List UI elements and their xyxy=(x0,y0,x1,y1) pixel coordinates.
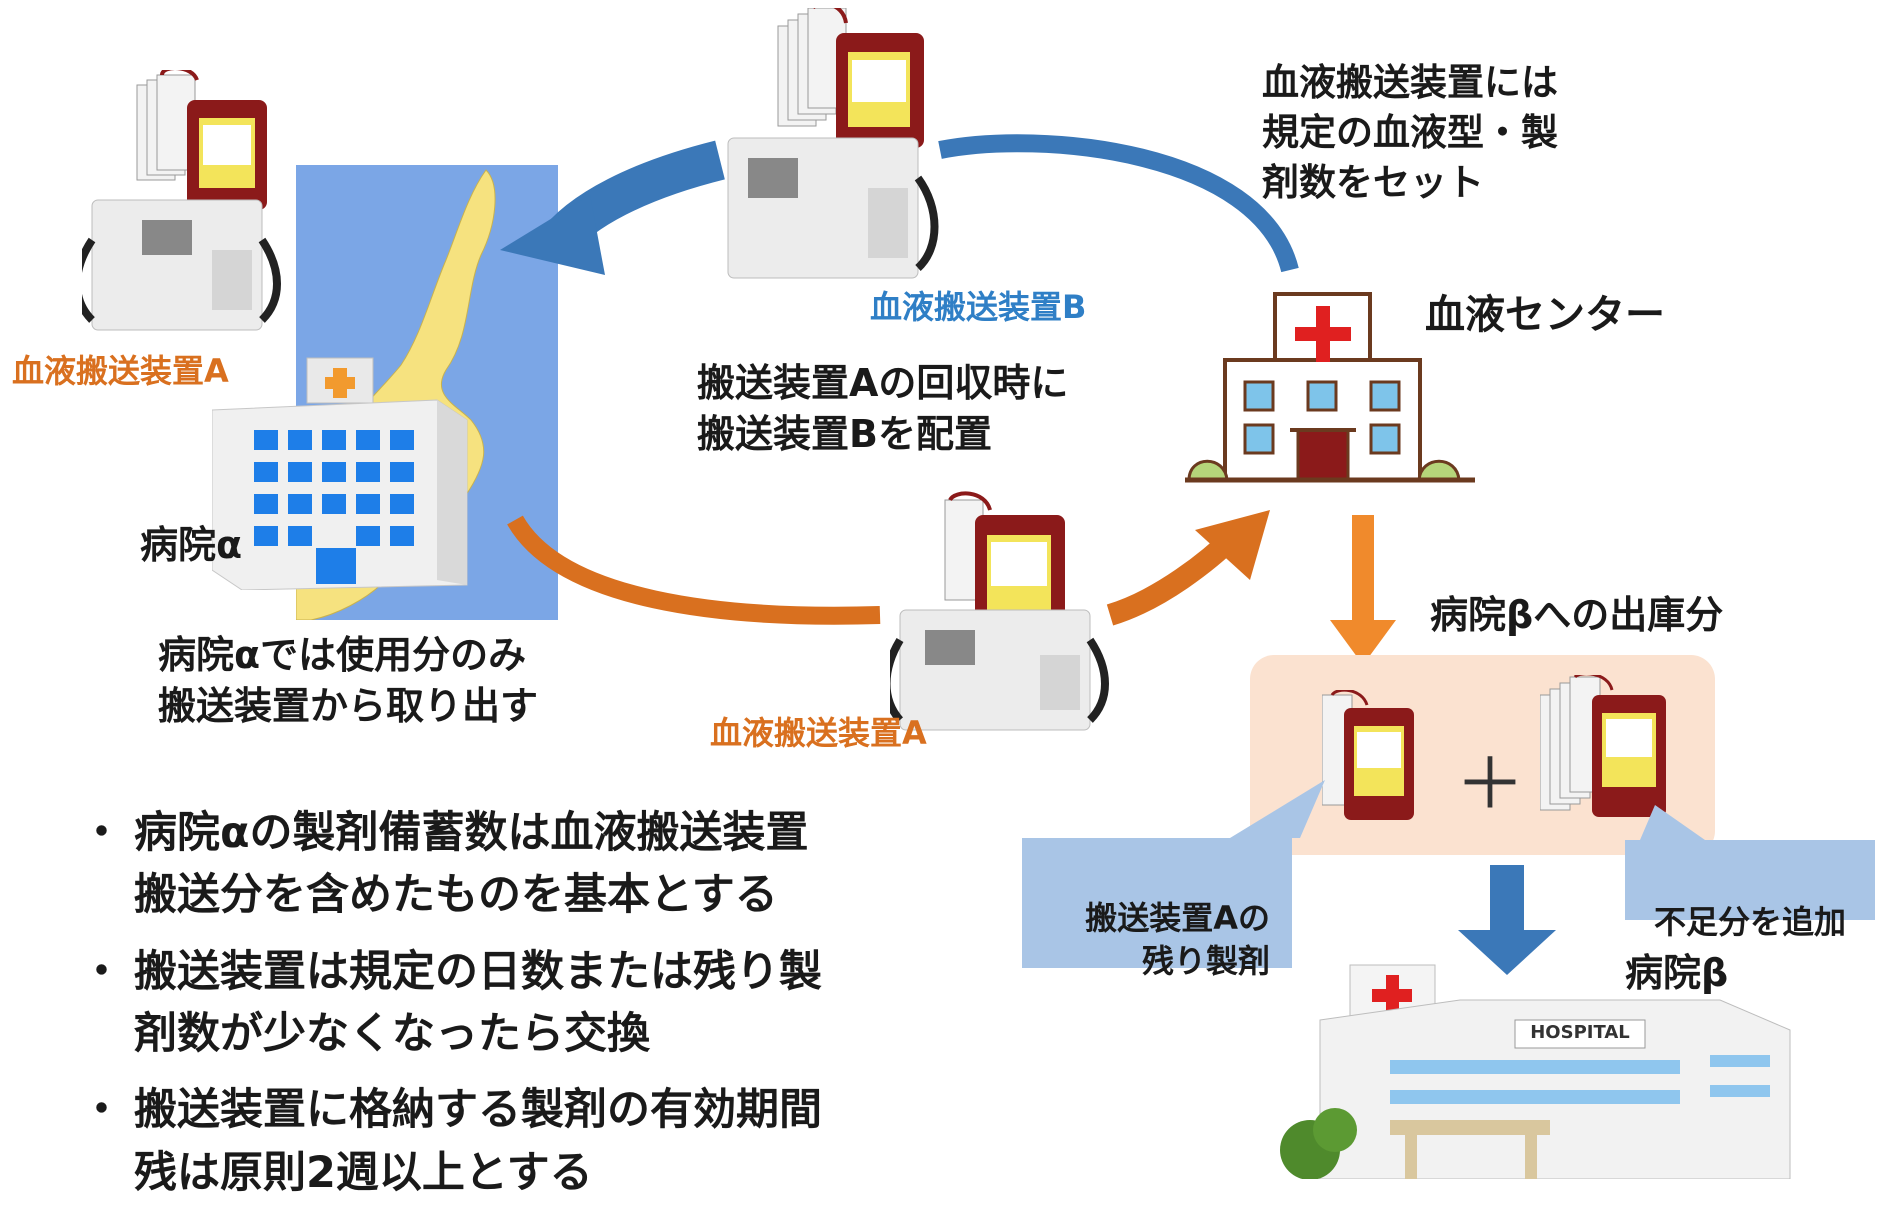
callout-remaining-text: 搬送装置Aの 残り製剤 xyxy=(1085,899,1270,981)
added-bags xyxy=(1539,672,1670,825)
exchange-note: 搬送装置Aの回収時に 搬送装置Bを配置 xyxy=(697,361,1069,457)
bullet-item: ・搬送装置に格納する製剤の有効期間 残は原則2週以上とする xyxy=(74,1079,914,1204)
bullet-dot: ・ xyxy=(80,1085,123,1136)
device-b-label: 血液搬送装置B xyxy=(870,288,1087,326)
bullet-text: 搬送装置に格納する製剤の有効期間 残は原則2週以上とする xyxy=(134,1085,822,1198)
bullet-list: ・病院αの製剤備蓄数は血液搬送装置 搬送分を含めたものを基本とする ・搬送装置は… xyxy=(74,802,914,1218)
arrow-center-to-alpha xyxy=(938,134,1299,273)
transport-device-b xyxy=(718,1,948,298)
blood-center-label: 血液センター xyxy=(1425,292,1665,338)
bullet-item: ・搬送装置は規定の日数または残り製 剤数が少なくなったら交換 xyxy=(74,941,914,1066)
hospital-alpha-building xyxy=(211,350,472,591)
blood-center-building xyxy=(1185,290,1475,490)
hospital-alpha-label: 病院α xyxy=(140,523,243,567)
arrow-center-to-shipment xyxy=(1352,515,1374,625)
transport-device-a-bottom xyxy=(882,490,1120,740)
center-note: 血液搬送装置には 規定の血液型・製 剤数をセット xyxy=(1262,61,1558,204)
callout-add-shortage-text: 不足分を追加 xyxy=(1653,903,1846,942)
callout-pointers xyxy=(1230,780,1705,840)
callout-remaining: 搬送装置Aの 残り製剤 xyxy=(1022,838,1292,980)
remaining-bag xyxy=(1321,688,1417,825)
device-a-bottom-label: 血液搬送装置A xyxy=(710,714,927,752)
flow-arrows xyxy=(500,134,1556,975)
hospital-sign: HOSPITAL xyxy=(1530,1022,1630,1043)
callout-add-shortage: 不足分を追加 xyxy=(1625,840,1875,941)
bullet-item: ・病院αの製剤備蓄数は血液搬送装置 搬送分を含めたものを基本とする xyxy=(74,802,914,927)
alpha-note: 病院αでは使用分のみ 搬送装置から取り出す xyxy=(158,633,539,729)
bullet-dot: ・ xyxy=(80,808,123,858)
arrow-shipment-to-beta xyxy=(1490,865,1524,935)
shipment-label: 病院βへの出庫分 xyxy=(1430,593,1724,637)
hospital-beta-building: HOSPITAL xyxy=(1280,960,1800,1180)
plus-sign: ＋ xyxy=(1455,743,1525,825)
bullet-text: 搬送装置は規定の日数または残り製 剤数が少なくなったら交換 xyxy=(134,946,822,1060)
bullet-text: 病院αの製剤備蓄数は血液搬送装置 搬送分を含めたものを基本とする xyxy=(134,808,809,921)
device-a-top-label: 血液搬送装置A xyxy=(12,352,229,390)
arrow-alpha-to-center xyxy=(507,515,881,625)
transport-device-a-top xyxy=(73,66,292,350)
bullet-dot: ・ xyxy=(80,946,123,997)
hospital-beta-label: 病院β xyxy=(1625,951,1729,995)
